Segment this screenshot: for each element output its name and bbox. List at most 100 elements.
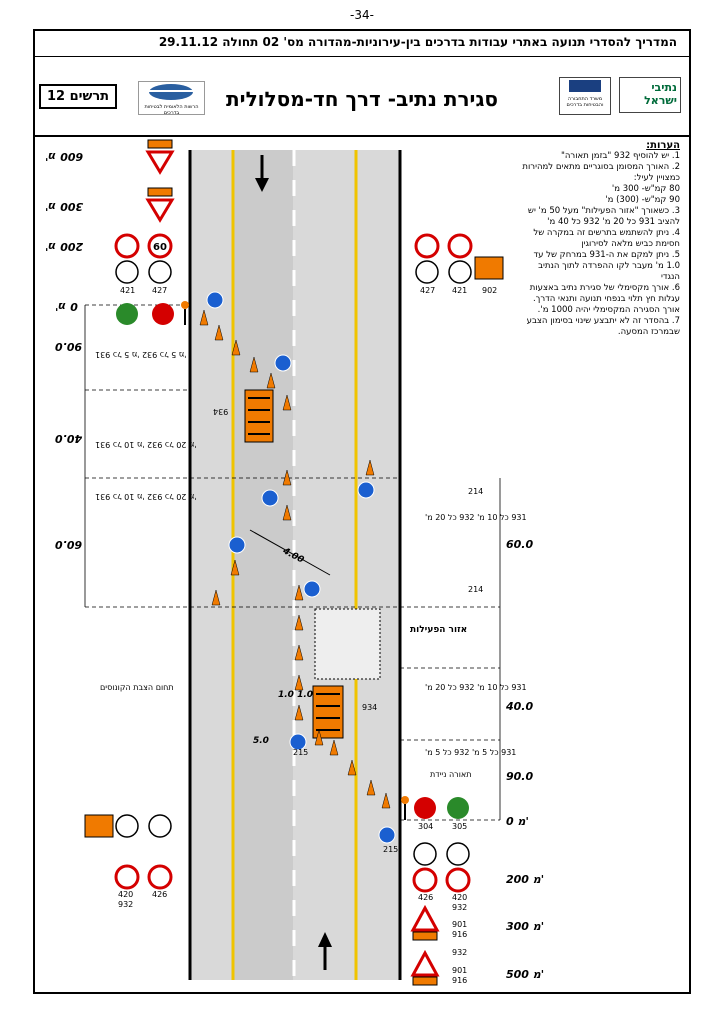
drawing-frame bbox=[33, 29, 691, 994]
ministry-logo: משרד התחבורה והבטיחות בדרכים bbox=[559, 77, 611, 115]
distance-label: 0 מ' bbox=[55, 300, 78, 313]
netivei-logo-text: נתיבי ישראל bbox=[644, 81, 677, 107]
distance-label: 40.0 bbox=[506, 700, 534, 713]
ministry-logo-text: משרד התחבורה והבטיחות בדרכים bbox=[566, 96, 604, 108]
sign-code-label: 426 bbox=[152, 890, 168, 899]
lit-arrow-label: תאורה ניידת bbox=[430, 770, 472, 779]
end-speed-icon bbox=[415, 260, 439, 284]
cone-icon bbox=[231, 339, 241, 356]
end-works-sign-icon bbox=[474, 256, 504, 280]
authority-logo: הרשות הלאומית לבטיחות בדרכים bbox=[138, 81, 205, 116]
sign-code-label: 304 bbox=[418, 822, 434, 831]
end-no-overtaking-icon bbox=[115, 260, 139, 284]
note-item: 90 קמ"ש- (300) מ' bbox=[605, 195, 680, 205]
distance-label: 500 מ' bbox=[506, 968, 545, 981]
sign-code-label: 427 bbox=[152, 286, 168, 295]
left-sign-column: 60 bbox=[114, 139, 175, 325]
speed-limit-icon bbox=[447, 233, 473, 259]
cone-taper bbox=[199, 309, 391, 809]
sign-code-label: 427 bbox=[420, 286, 436, 295]
sign-code-label: 932 bbox=[452, 903, 468, 912]
no-overtaking-icon bbox=[414, 233, 440, 259]
cone-icon bbox=[282, 394, 292, 411]
end-speed-icon bbox=[148, 260, 172, 284]
keep-right-signs bbox=[206, 291, 396, 844]
speed-limit-icon bbox=[412, 867, 438, 893]
cone-icon bbox=[211, 589, 221, 606]
keep-right-icon bbox=[289, 733, 307, 751]
speed-limit-icon bbox=[147, 864, 173, 890]
end-speed-icon bbox=[413, 842, 437, 866]
cone-icon bbox=[282, 504, 292, 521]
note-item: 3. כשאורך "אזור הפעילות" מעל 50 מ' יש לה… bbox=[527, 206, 680, 227]
activity-zone-label: אזור הפעילות bbox=[410, 625, 468, 635]
sign-code-label: 916 bbox=[452, 976, 468, 985]
spacing-label: 931 כל 10 מ' 932 כל 20 מ' bbox=[425, 683, 527, 692]
no-entry-icon bbox=[152, 303, 174, 325]
authority-logo-text: הרשות הלאומית לבטיחות בדרכים bbox=[144, 104, 199, 116]
netivei-logo: נתיבי ישראל bbox=[619, 77, 681, 113]
spacing-label: 931 כל 10 מ' 932 כל 20 מ' bbox=[425, 513, 527, 522]
keep-right-icon bbox=[274, 354, 292, 372]
cone-icon bbox=[366, 779, 376, 796]
left-sign-column-bottom bbox=[84, 814, 173, 890]
distance-label: 600 מ' bbox=[45, 150, 84, 163]
speed-limit-icon bbox=[147, 233, 173, 259]
no-overtaking-icon bbox=[445, 867, 471, 893]
sign-code-label: 934 bbox=[362, 703, 378, 712]
end-works-sign-icon bbox=[84, 814, 114, 838]
page-title: סגירת נתיב- דרך חד-מסלולית bbox=[226, 87, 498, 111]
distance-guides bbox=[85, 304, 500, 821]
sign-code-label: 420 bbox=[118, 890, 134, 899]
keep-right-icon bbox=[357, 481, 375, 499]
sign-code-label: 901 bbox=[452, 966, 468, 975]
keep-right-icon bbox=[206, 291, 224, 309]
no-entry-icon bbox=[414, 797, 436, 819]
arrow-board-1 bbox=[244, 389, 274, 443]
keep-right-icon bbox=[261, 489, 279, 507]
arrow-board-2 bbox=[312, 685, 344, 739]
cone-icon bbox=[249, 356, 259, 373]
end-no-overtaking-icon bbox=[448, 260, 472, 284]
sign-300-plate bbox=[147, 187, 173, 197]
distance-label: 60.0 bbox=[55, 538, 83, 551]
sign-code-label: 305 bbox=[452, 822, 468, 831]
sign-code-label: 420 bbox=[452, 893, 468, 902]
distance-label: 0 מ' bbox=[506, 815, 529, 828]
sign-code-label: 421 bbox=[120, 286, 136, 295]
cone-icon bbox=[381, 792, 391, 809]
cone-icon bbox=[294, 674, 304, 691]
spacing-label: 931 כל 5 מ' 932 כל 5 מ' bbox=[95, 350, 187, 359]
cone-icon bbox=[329, 739, 339, 756]
cone-icon bbox=[294, 614, 304, 631]
end-no-overtaking-icon bbox=[115, 814, 139, 838]
yield-sign-icon bbox=[145, 150, 175, 175]
guide-header: המדריך להסדרי תנועה באתרי עבודות בדרכים … bbox=[33, 29, 691, 57]
cone-start-label: תחום הצבת הקונוסים bbox=[100, 683, 174, 692]
spacing-label: 931 כל 5 מ' 932 כל 5 מ' bbox=[425, 748, 517, 757]
cone-icon bbox=[266, 372, 276, 389]
cone-icon bbox=[314, 729, 324, 746]
yield-sign-icon bbox=[145, 198, 175, 223]
sign-code-label: 214 bbox=[468, 585, 484, 594]
sign-500-plate bbox=[412, 976, 438, 986]
drawing-number: תרשים 12 bbox=[39, 84, 118, 109]
flagger-icon bbox=[401, 796, 409, 820]
dimension-label: 5.0 bbox=[253, 736, 269, 746]
distance-label: 300 מ' bbox=[506, 920, 545, 933]
notes-heading: הערות: bbox=[646, 140, 680, 151]
cone-icon bbox=[230, 559, 240, 576]
dimension-label: 1.0 1.0 bbox=[278, 690, 314, 700]
dimension-arrow bbox=[249, 529, 331, 576]
keep-right-icon bbox=[228, 536, 246, 554]
sign-code-label: 421 bbox=[452, 286, 468, 295]
dimension-lines bbox=[84, 305, 501, 820]
cone-icon bbox=[199, 309, 209, 326]
speed-limit-text: 60 bbox=[153, 242, 167, 253]
activity-zone bbox=[314, 608, 381, 680]
distance-label: 200 מ' bbox=[45, 240, 84, 253]
traffic-direction-down-icon bbox=[255, 155, 269, 192]
sign-code-label: 215 bbox=[383, 845, 399, 854]
note-item: 6. אורך מקסימלי של סגירת נתיב באצעות עגל… bbox=[529, 283, 680, 315]
roadworks-sign-icon bbox=[410, 904, 440, 932]
